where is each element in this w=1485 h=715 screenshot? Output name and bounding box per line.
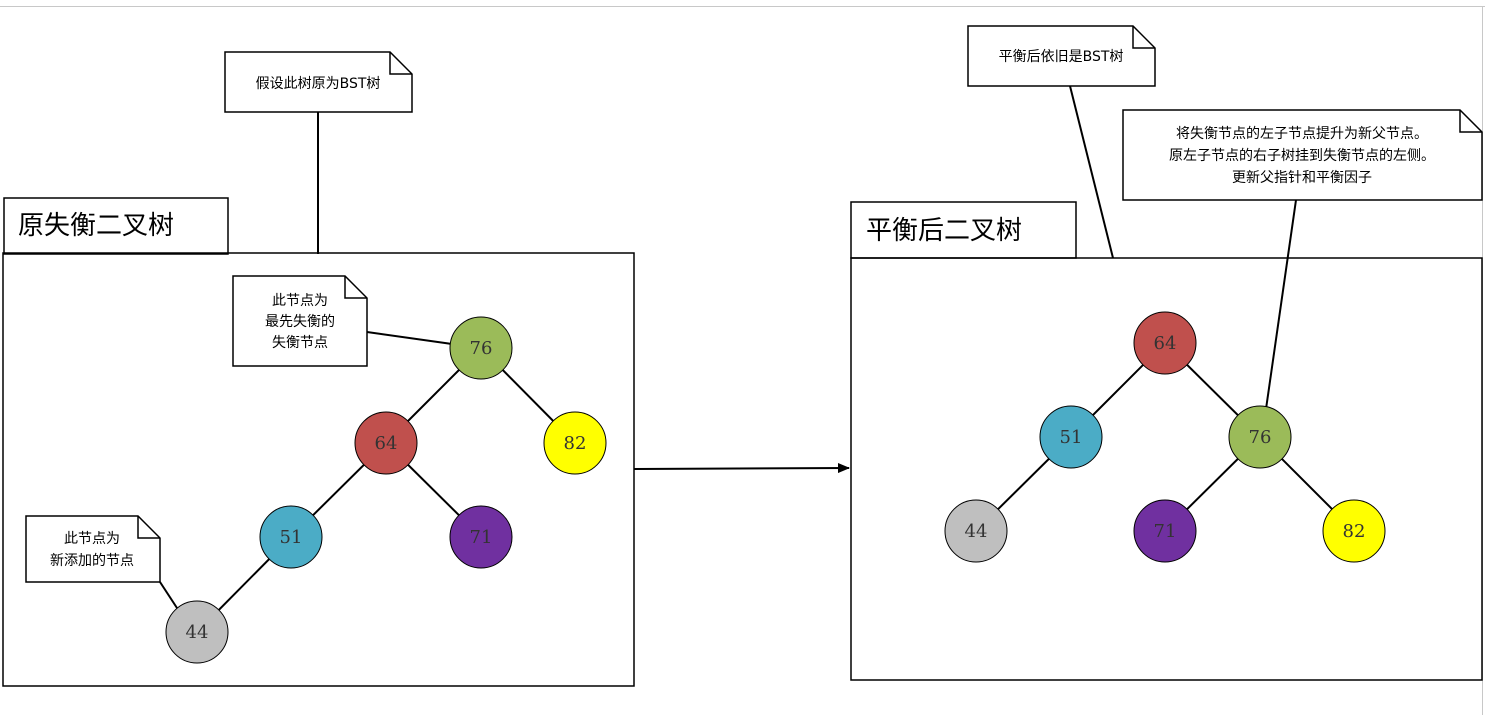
- left-node-64-circle: [354, 411, 418, 475]
- right-node-82-circle: [1322, 499, 1386, 563]
- note-first-unbalanced-line-2: 最先失衡的: [265, 314, 335, 330]
- left-node-82-circle: [543, 411, 607, 475]
- left-node-44-label: 44: [186, 622, 209, 643]
- left-node-71-circle: [449, 505, 513, 569]
- right-frame-title: 平衡后二叉树: [866, 216, 1022, 246]
- right-node-76: 76: [1228, 405, 1292, 469]
- note-first-unbalanced-line-3: 失衡节点: [272, 335, 328, 351]
- note-first-unbalanced-line-1: 此节点为: [272, 293, 328, 309]
- right-node-51-label: 51: [1060, 427, 1083, 448]
- right-frame: 平衡后二叉树: [850, 201, 1483, 681]
- left-node-76: 76: [449, 316, 513, 380]
- note-still-bst-connector: [1069, 85, 1114, 259]
- note-assume-bst-fold: [389, 52, 412, 75]
- note-newly-added-line-1: 此节点为: [64, 531, 120, 547]
- note-first-unbalanced-fold: [344, 276, 367, 299]
- right-node-44-circle: [944, 499, 1008, 563]
- right-node-71: 71: [1133, 499, 1197, 563]
- note-first-unbalanced: 此节点为 最先失衡的 失衡节点: [232, 275, 453, 367]
- left-frame: 原失衡二叉树: [2, 197, 635, 687]
- note-newly-added-connector: [159, 581, 178, 609]
- right-node-76-label: 76: [1249, 427, 1272, 448]
- right-node-44: 44: [944, 499, 1008, 563]
- right-node-82: 82: [1322, 499, 1386, 563]
- left-frame-title: 原失衡二叉树: [18, 211, 174, 241]
- left-node-51-circle: [259, 505, 323, 569]
- left-node-82: 82: [543, 411, 607, 475]
- note-rotation-line-2: 原左子节点的右子树挂到失衡节点的左侧。: [1169, 148, 1435, 164]
- note-rotation-fold: [1459, 110, 1482, 133]
- left-node-51: 51: [259, 505, 323, 569]
- left-tree-nodes: 76 64 82 51 71 44: [165, 316, 607, 664]
- left-node-76-circle: [449, 316, 513, 380]
- right-frame-tab: [850, 201, 1077, 259]
- left-node-51-label: 51: [280, 527, 303, 548]
- right-node-51-circle: [1039, 405, 1103, 469]
- note-still-bst-text: 平衡后依旧是BST树: [999, 49, 1124, 65]
- note-still-bst-fold: [1132, 26, 1155, 49]
- right-node-64-circle: [1133, 311, 1197, 375]
- right-node-71-circle: [1133, 499, 1197, 563]
- note-newly-added-fold: [137, 516, 160, 539]
- right-node-64-label: 64: [1154, 333, 1177, 354]
- note-rotation-line-3: 更新父指针和平衡因子: [1232, 170, 1372, 186]
- note-assume-bst-box: [224, 51, 413, 113]
- left-node-71: 71: [449, 505, 513, 569]
- left-node-44-circle: [165, 600, 229, 664]
- left-node-64-label: 64: [375, 433, 398, 454]
- note-still-bst-box: [967, 25, 1156, 87]
- left-node-44: 44: [165, 600, 229, 664]
- right-tree-nodes: 64 51 76 44 71 82: [944, 311, 1386, 563]
- note-rotation: 将失衡节点的左子节点提升为新父节点。 原左子节点的右子树挂到失衡节点的左侧。 更…: [1122, 109, 1483, 410]
- right-node-82-label: 82: [1343, 521, 1366, 542]
- right-node-51: 51: [1039, 405, 1103, 469]
- note-newly-added: 此节点为 新添加的节点: [25, 515, 178, 609]
- note-newly-added-line-2: 新添加的节点: [50, 553, 134, 569]
- note-assume-bst: 假设此树原为BST树: [224, 51, 413, 254]
- right-node-76-circle: [1228, 405, 1292, 469]
- right-node-64: 64: [1133, 311, 1197, 375]
- transform-arrow: [633, 463, 850, 474]
- right-frame-body: [850, 257, 1483, 681]
- note-first-unbalanced-connector: [366, 331, 453, 345]
- note-still-bst: 平衡后依旧是BST树: [967, 25, 1156, 259]
- left-node-71-label: 71: [470, 527, 493, 548]
- left-node-82-label: 82: [564, 433, 587, 454]
- right-node-71-label: 71: [1154, 521, 1177, 542]
- right-node-44-label: 44: [965, 521, 988, 542]
- note-first-unbalanced-box: [232, 275, 368, 367]
- left-frame-tab: [3, 197, 229, 255]
- left-node-64: 64: [354, 411, 418, 475]
- note-rotation-line-1: 将失衡节点的左子节点提升为新父节点。: [1176, 126, 1428, 142]
- note-assume-bst-text: 假设此树原为BST树: [256, 76, 381, 92]
- note-newly-added-box: [25, 515, 161, 583]
- note-rotation-box: [1122, 109, 1483, 201]
- left-node-76-label: 76: [470, 338, 493, 359]
- left-tree-edges: [196, 347, 576, 633]
- note-rotation-connector: [1265, 199, 1297, 410]
